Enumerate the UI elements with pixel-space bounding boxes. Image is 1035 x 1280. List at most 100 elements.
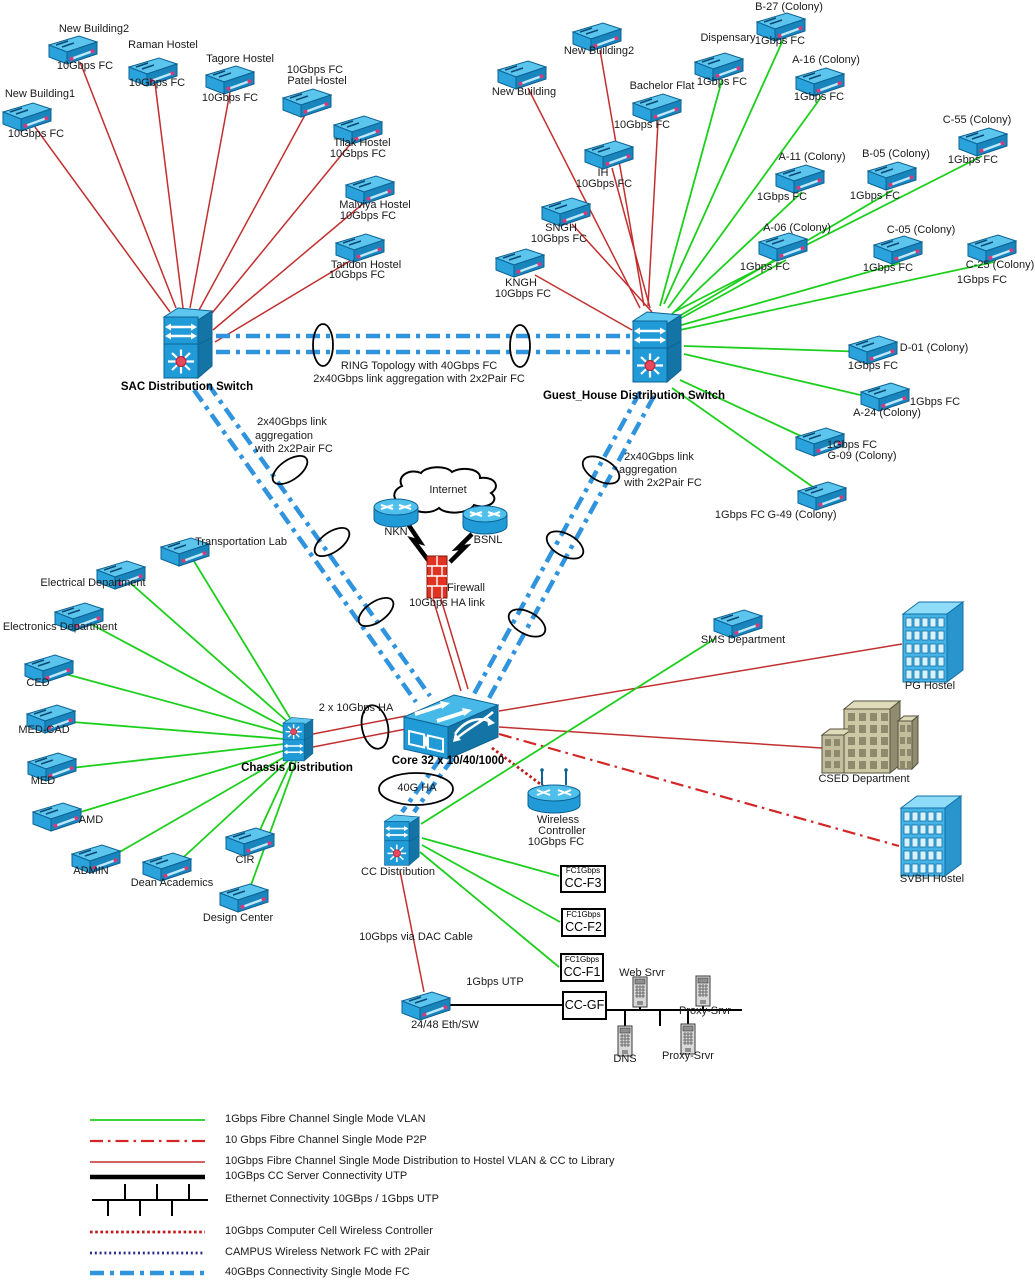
label-kngh: KNGH [505,277,537,290]
label-tandon-hostel: Tandon Hostel [330,259,402,272]
label-electronics-department: Electronics Department [2,621,118,634]
legend-ethernet-bus-glyph [92,1184,208,1216]
label-guest-house-distribution-switch: Guest_House Distribution Switch [542,389,726,402]
link-1gbps-fc [59,720,285,740]
label-wireless-controller-2: Controller [538,825,586,838]
legend-item-label: 1Gbps Fibre Channel Single Mode VLAN [225,1113,426,1126]
label-csed-department: CSED Department [818,773,910,786]
link-10gbps-fc [312,728,407,748]
label-wireless-controller-1: Wireless [536,814,580,827]
link-40gbps-fc [400,756,443,814]
label-ih: IH [597,167,609,180]
link-10gbps-fc [214,257,356,343]
cc-f2-box-label: CC-F2 [565,919,602,934]
link-40gbps-fc [486,394,656,702]
label-speed: 1Gbps FC [756,191,808,204]
label-c-25-colony: C-25 (Colony) [965,259,1035,272]
legend-item-label: 10Gbps Fibre Channel Single Mode Distrib… [225,1155,615,1168]
label-electrical-department: Electrical Department [40,577,146,590]
cc-f1-box-port-label: FC1Gbps [564,954,600,964]
label-pg-hostel: PG Hostel [904,680,956,693]
label-raman-hostel: Raman Hostel [128,39,198,52]
link-aggregation-ellipse [271,455,309,485]
label-tagore-hostel: Tagore Hostel [206,53,274,66]
label-speed: 1Gbps FC [849,190,901,203]
link-aggregation-ellipse [312,323,334,367]
link-1gbps-fc [421,837,560,877]
link-1gbps-fc [683,353,883,401]
label-a-06-colony: A-06 (Colony) [763,222,831,235]
label-speed: 1Gbps FC [696,76,748,89]
cc-gf-box-label: CC-GF [564,998,605,1013]
label-tilak-hostel: Tilak Hostel [333,137,391,150]
label-ring-topology: RING Topology with 40Gbps FC [340,360,498,373]
link-wireless-controller [491,746,544,788]
link-1gbps-fc [191,557,291,719]
link-1gbps-fc [671,191,803,315]
cc-gf-box: CC-GF [562,991,607,1020]
link-40gbps-fc [412,756,455,814]
label-speed: 10Gbps FC [329,148,387,161]
link-10gbps-fc [312,715,407,735]
label-speed: 10Gbps FC [201,92,259,105]
link-aggregation-ellipse [507,608,547,638]
label-svbh-hostel: SVBH Hostel [899,873,965,886]
label-speed: 1Gbps FC [947,154,999,167]
label-design-center: Design Center [202,912,274,925]
label-speed: 1Gbps FC [862,262,914,275]
link-10gbps-fc [34,126,171,313]
link-40gbps-fc [192,388,418,704]
link-1gbps-fc [173,756,293,867]
label-dns-server: DNS [613,1053,637,1066]
label-speed: 1Gbps FC [714,509,766,522]
label-speed: 10Gbps FC [128,77,186,90]
link-1gbps-fc [659,79,723,307]
link-aggregation-ellipse [581,455,621,485]
legend-item-label: 10Gbps Computer Cell Wireless Controller [225,1225,433,1238]
link-10gbps-p2p [498,732,900,848]
link-1gbps-fc [673,155,983,313]
link-1gbps-fc [86,621,287,729]
label-speed: 10Gbps FC [339,210,397,223]
legend-item-label: Ethernet Connectivity 10GBps / 1Gbps UTP [225,1193,439,1206]
link-10gbps-fc [197,114,306,313]
label-speed: 10Gbps FC [575,178,633,191]
label-speed: 10Gbps FC [530,233,588,246]
link-10gbps-fc [498,643,903,712]
label-cc-distribution: CC Distribution [361,866,435,879]
label-b-27-colony: B-27 (Colony) [755,1,823,14]
label-proxy-server-bottom: Proxy-Srvr [662,1050,714,1063]
label-new-building1: New Building1 [4,88,76,101]
link-1gbps-fc [673,259,787,323]
label-g-09-colony: G-09 (Colony) [827,450,897,463]
label-firewall-ha-link: 10Gbps HA link [409,597,485,610]
label-c-55-colony: C-55 (Colony) [942,114,1012,127]
link-10gbps-fc [498,726,823,749]
label-a-16-colony: A-16 (Colony) [792,54,860,67]
link-1gbps-fc [683,345,871,353]
label-sac-distribution-switch: SAC Distribution Switch [120,380,254,393]
label-speed: 10Gbps FC [527,836,585,849]
link-10gbps-fc [611,167,651,309]
label-new-building2-tr: New Building2 [563,45,635,58]
label-proxy-server-right: Proxy-Srvr [679,1005,731,1018]
label-core-switch: Core 32 x 10/40/1000 [391,754,505,767]
label-transportation-lab: Transportation Lab [195,536,287,549]
label-dean-academics: Dean Academics [130,877,214,890]
label-speed: 10Gbps FC [328,269,386,282]
label-speed: 1Gbps FC [847,360,899,373]
label-speed: 1Gbps FC [956,274,1008,287]
label-speed: 10Gbps FC [7,128,65,141]
link-aggregation-ellipse [360,704,390,750]
label-nkn: NKN [384,526,408,539]
label-malviya-hostel: Malviya Hostel [339,199,411,212]
label-speed: 1Gbps FC [826,439,878,452]
label-sngh: SNGH [545,222,577,235]
label-eth-switch: 24/48 Eth/SW [411,1019,479,1032]
label-speed: 10Gbps FC [494,288,552,301]
link-1gbps-fc [57,671,285,734]
link-10gbps-fc [440,598,469,690]
link-aggregation-ellipse [545,530,585,560]
